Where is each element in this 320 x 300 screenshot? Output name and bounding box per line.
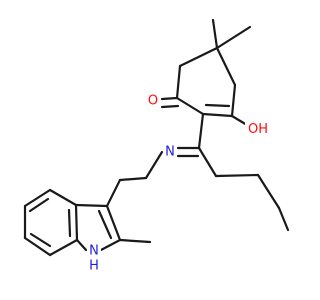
bond-c1-o-ketone bbox=[160, 96, 179, 101]
structure-diagram: O OH N N H bbox=[23, 18, 290, 274]
bond-c3a-c4 bbox=[48, 188, 78, 207]
bond-c3a-c7a-inner bbox=[67, 208, 72, 238]
bond-c7-c7a bbox=[48, 238, 79, 257]
bond-n1-c7a bbox=[75, 238, 88, 252]
indole-nh-hydrogen-label: H bbox=[89, 259, 99, 274]
bond-chain-4 bbox=[277, 206, 290, 232]
bond-c3a-c7a bbox=[74, 203, 79, 242]
bond-chain-2 bbox=[214, 173, 260, 178]
bond-c3-c3a bbox=[74, 203, 109, 208]
indole-nitrogen-bg bbox=[87, 244, 101, 258]
bond-ch2-indole-c3 bbox=[105, 178, 122, 208]
bond-c4-c5-double bbox=[28, 197, 50, 213]
ketone-oxygen-bg bbox=[146, 92, 160, 108]
bond-n-ch2 bbox=[144, 150, 164, 180]
bond-c5-methyl-a bbox=[211, 18, 219, 50]
indole-nitrogen-label: N bbox=[89, 244, 99, 259]
bond-c4-c5 bbox=[23, 188, 52, 208]
bond-c1-c2 bbox=[175, 96, 205, 116]
bond-c3-c2 bbox=[201, 112, 234, 118]
bond-skeleton bbox=[23, 18, 290, 257]
bond-c2-methyl bbox=[118, 238, 152, 244]
bond-c3-oh bbox=[230, 114, 249, 127]
bond-c4-c3 bbox=[230, 83, 237, 118]
hydroxyl-bg bbox=[245, 120, 271, 136]
imine-nitrogen-label: N bbox=[165, 145, 175, 160]
bond-c5-methyl-b bbox=[215, 25, 252, 50]
bond-c5-c4 bbox=[215, 46, 237, 87]
hydroxyl-label: OH bbox=[248, 122, 268, 137]
bond-c6-c5 bbox=[178, 46, 219, 68]
bond-c1-o-ketone-double bbox=[160, 104, 180, 109]
bond-c6-c7 bbox=[23, 236, 52, 257]
bond-c3-c2-indole-double bbox=[97, 209, 113, 240]
imine-nitrogen-bg bbox=[163, 144, 177, 160]
bond-c3-c2-double bbox=[204, 103, 231, 108]
bond-c2-n1 bbox=[99, 238, 122, 252]
bond-c3-c2-indole bbox=[105, 204, 122, 242]
atom-labels: O OH N N H bbox=[87, 92, 271, 274]
ketone-oxygen-label: O bbox=[148, 94, 158, 109]
bond-c2-cimine bbox=[197, 112, 205, 150]
bond-c6-c7-double bbox=[29, 232, 52, 248]
bond-c1-c6 bbox=[175, 64, 182, 100]
hydroxyl-h: H bbox=[258, 122, 268, 137]
bond-chain-1 bbox=[197, 146, 218, 178]
bond-ch2-ch2 bbox=[118, 176, 148, 182]
hydroxyl-o: O bbox=[248, 122, 258, 137]
molecule-drawing: O OH N N H bbox=[23, 18, 290, 274]
bond-chain-3 bbox=[256, 173, 281, 210]
